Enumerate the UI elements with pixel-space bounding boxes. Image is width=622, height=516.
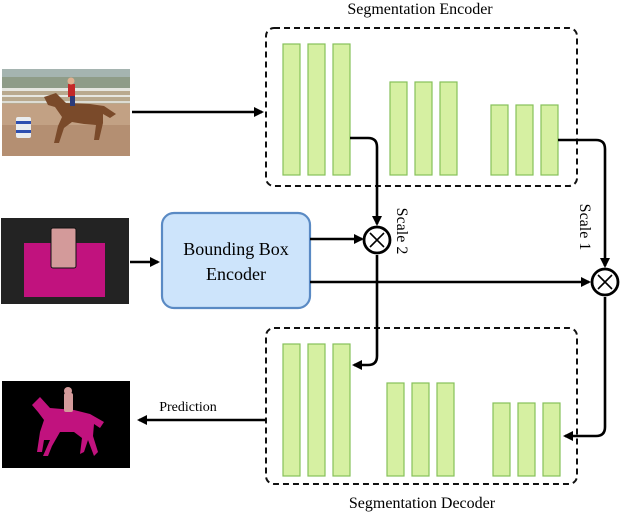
segmentation-decoder: Segmentation Decoder bbox=[265, 327, 578, 512]
encoder-feature-bar bbox=[540, 104, 559, 176]
encoder-feature-bar bbox=[282, 43, 301, 176]
encoder-feature-bar bbox=[307, 43, 326, 176]
scale2-label: Scale 2 bbox=[393, 208, 410, 255]
decoder-feature-bar bbox=[492, 402, 511, 477]
bbox-encoder-label-line2: Encoder bbox=[206, 264, 266, 284]
encoder-scale1-arrow bbox=[558, 138, 610, 268]
decoder-feature-bar bbox=[517, 402, 536, 477]
decoder-feature-bar bbox=[386, 382, 405, 477]
decoder-feature-bar bbox=[332, 343, 351, 477]
encoder-dashed-box bbox=[265, 27, 578, 187]
decoder-title: Segmentation Decoder bbox=[349, 495, 496, 512]
encoder-feature-bar bbox=[332, 43, 351, 176]
encoder-feature-bar bbox=[515, 104, 534, 176]
decoder-feature-bar bbox=[436, 382, 455, 477]
encoder-feature-bar bbox=[439, 81, 458, 176]
multiply-scale1-icon bbox=[590, 267, 620, 297]
segmentation-encoder: Segmentation Encoder bbox=[265, 1, 578, 187]
decoder-feature-bar bbox=[542, 402, 561, 477]
bbox-encoder-label-line1: Bounding Box bbox=[183, 239, 289, 259]
encoder-scale2-arrow bbox=[350, 136, 382, 226]
bounding-box-mask bbox=[1, 218, 129, 304]
bbox-encoder-box bbox=[160, 211, 312, 310]
encoder-title: Segmentation Encoder bbox=[347, 1, 493, 18]
scale1-to-decoder-arrow bbox=[563, 297, 607, 441]
encoder-feature-bar bbox=[389, 81, 408, 176]
horse-rider-segmentation-mask bbox=[2, 381, 130, 468]
scale1-label: Scale 1 bbox=[576, 204, 593, 251]
scale2-to-decoder-arrow bbox=[352, 255, 379, 370]
decoder-feature-bar bbox=[307, 343, 326, 477]
bounding-box-encoder: Bounding Box Encoder bbox=[160, 211, 312, 310]
multiply-scale2-icon bbox=[362, 225, 392, 255]
prediction-label: Prediction bbox=[159, 400, 217, 415]
encoder-feature-bar bbox=[414, 81, 433, 176]
decoder-feature-bar bbox=[411, 382, 430, 477]
decoder-feature-bar bbox=[282, 343, 301, 477]
horse-rider-photo bbox=[2, 69, 130, 156]
encoder-feature-bar bbox=[490, 104, 509, 176]
